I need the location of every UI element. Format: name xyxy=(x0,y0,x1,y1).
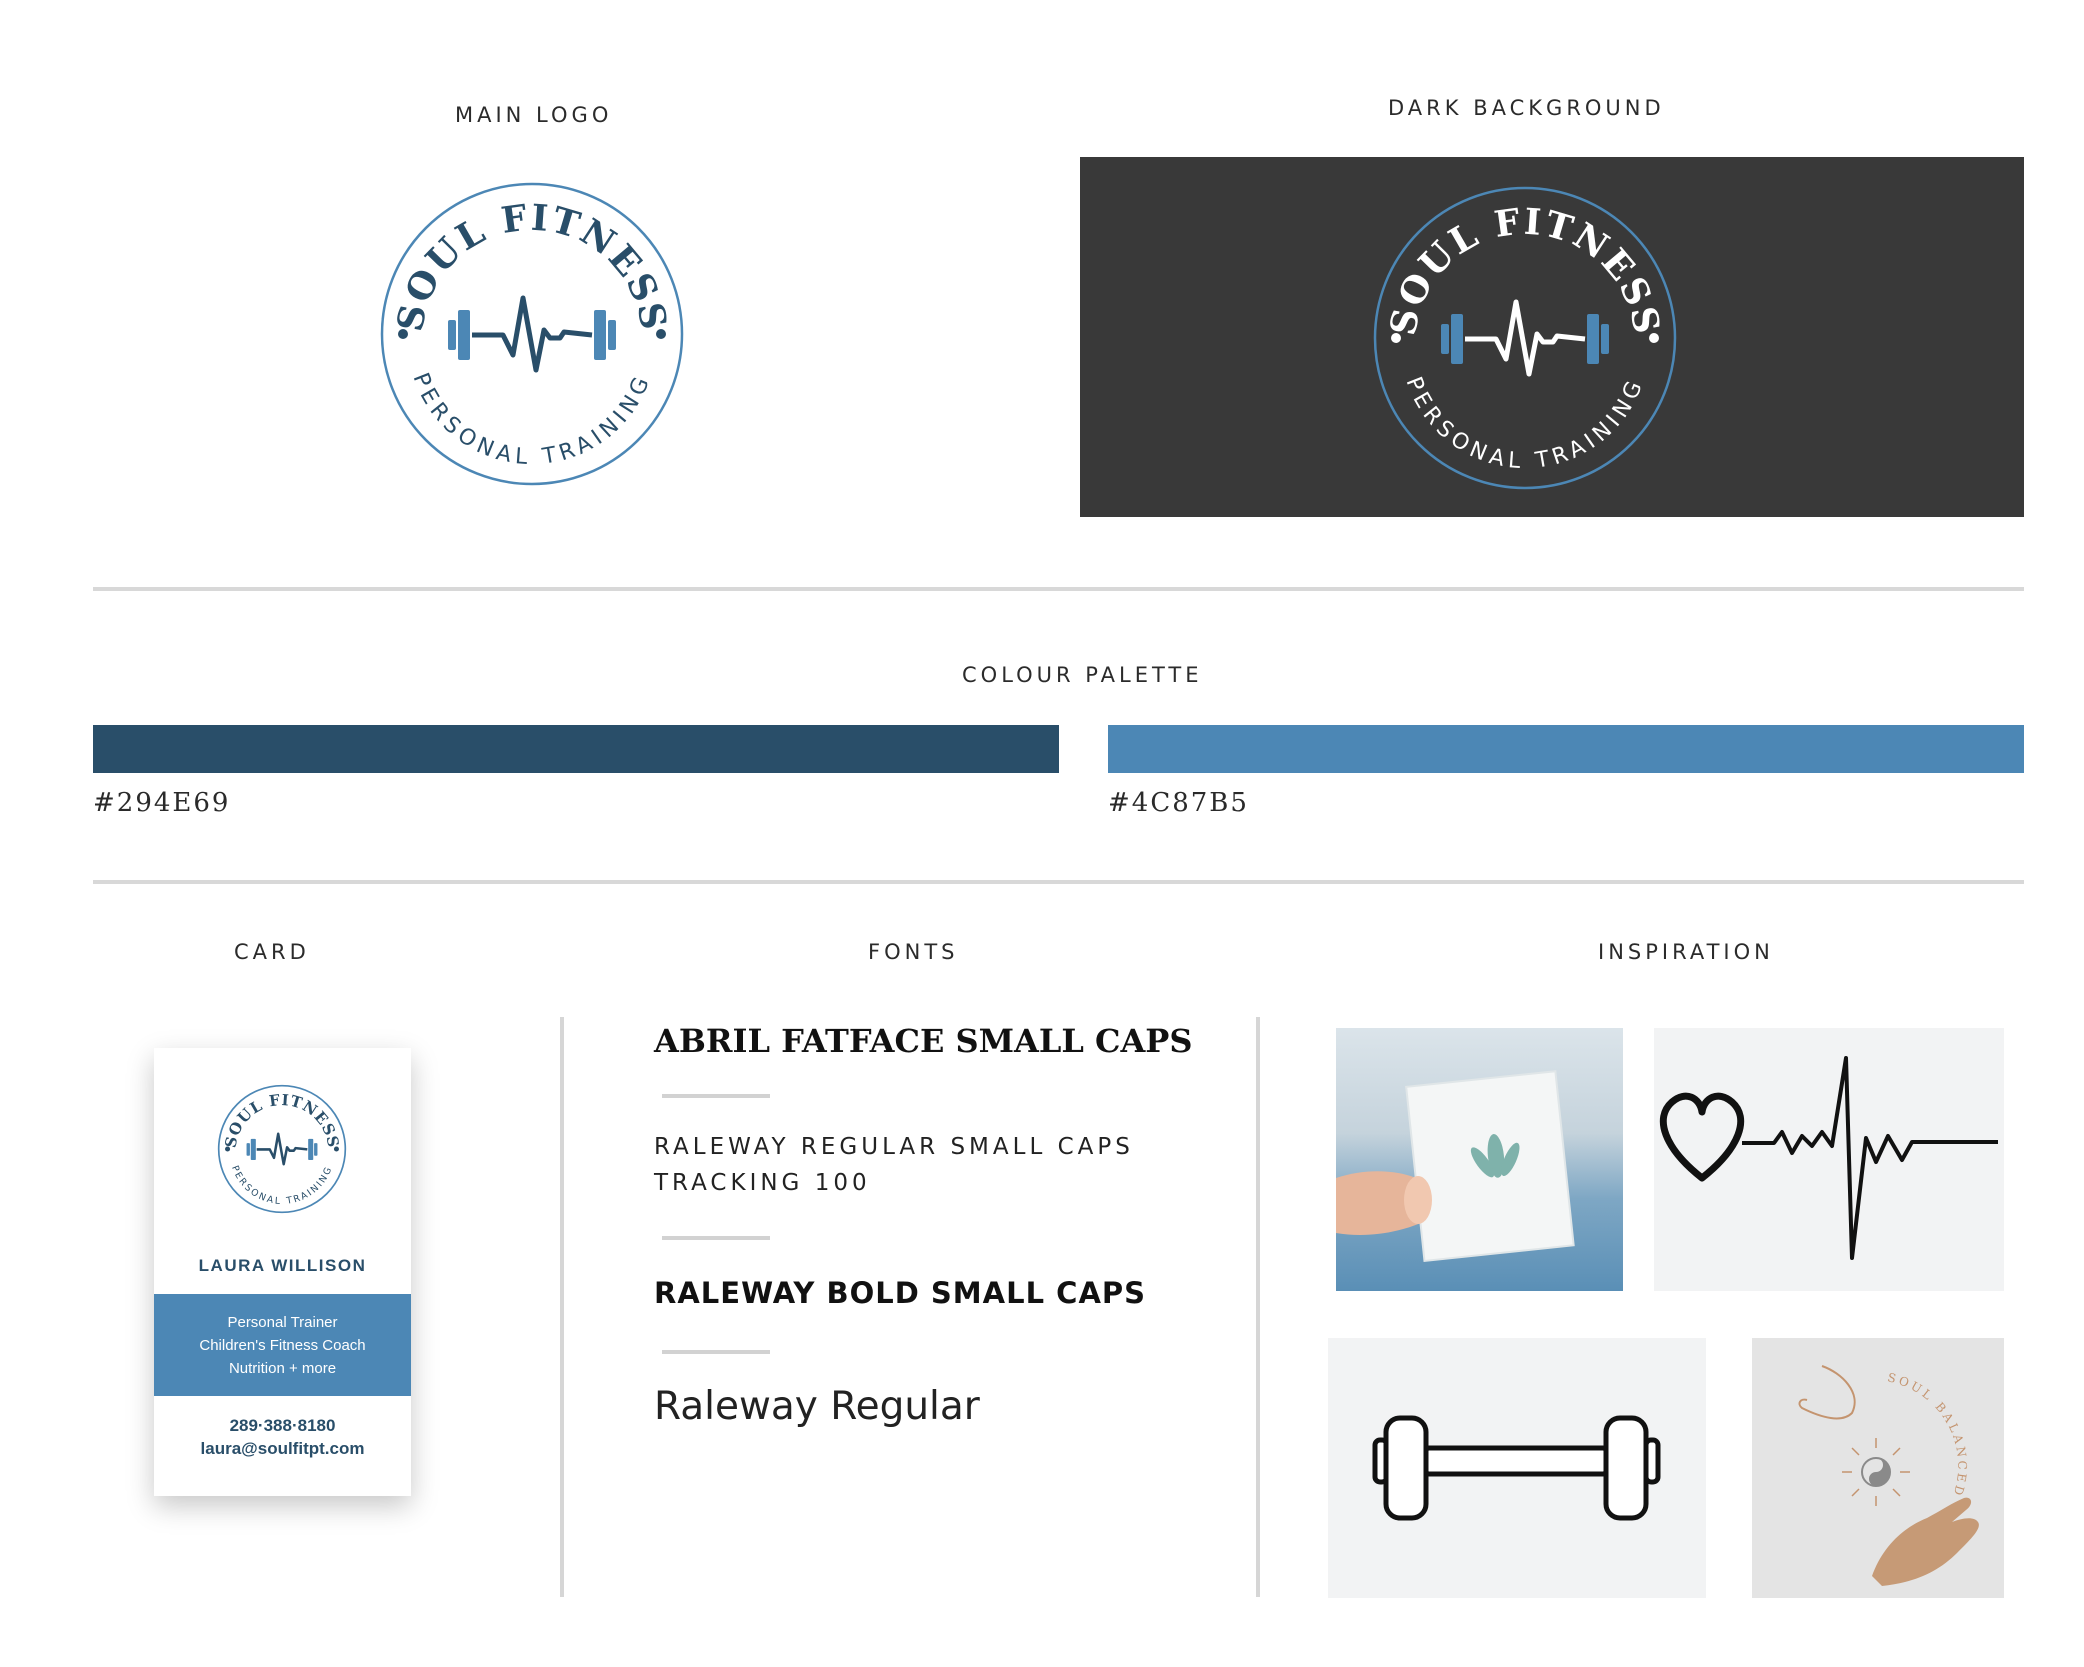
font-sample-raleway-regular-caps-1: RALEWAY REGULAR SMALL CAPS xyxy=(654,1134,1134,1160)
logo-top-text: SOUL FITNESS xyxy=(389,197,675,335)
inspiration-heartbeat-drawing xyxy=(1654,1028,2004,1291)
main-logo: SOUL FITNESS PERSONAL TRAINING xyxy=(380,182,684,486)
sun-rays-icon xyxy=(1842,1438,1910,1506)
logo-dot-left xyxy=(398,329,408,339)
font-divider-3 xyxy=(662,1350,770,1354)
dumbbell-heartbeat-icon xyxy=(246,1132,318,1166)
hand-top-icon xyxy=(1798,1365,1856,1420)
business-card: SOUL FITNESS PERSONAL TRAINING LAURA WIL… xyxy=(154,1048,411,1496)
font-sample-abril: ABRIL FATFACE SMALL CAPS xyxy=(654,1022,1193,1060)
card-label: CARD xyxy=(234,940,310,964)
font-divider-1 xyxy=(662,1094,770,1098)
yin-yang-icon xyxy=(1861,1457,1891,1487)
font-sample-raleway-regular: Raleway Regular xyxy=(654,1384,980,1429)
hand-bottom-icon xyxy=(1872,1497,1979,1586)
heart-icon xyxy=(1659,1092,1745,1182)
dumbbell-heartbeat-icon xyxy=(448,295,616,373)
vertical-divider-left xyxy=(560,1017,564,1597)
card-service-2: Children's Fitness Coach xyxy=(199,1337,366,1354)
card-phone: 289·388·8180 xyxy=(229,1416,336,1435)
font-divider-2 xyxy=(662,1236,770,1240)
card-email: laura@soulfitpt.com xyxy=(200,1439,365,1458)
font-sample-raleway-regular-caps-2: TRACKING 100 xyxy=(654,1170,871,1196)
main-logo-label: MAIN LOGO xyxy=(455,103,613,127)
colour-palette-label: COLOUR PALETTE xyxy=(962,663,1203,687)
svg-text:SOUL FITNESS: SOUL FITNESS xyxy=(222,1091,343,1149)
palette-swatch-blue xyxy=(1108,725,2024,773)
dumbbell-heartbeat-icon xyxy=(1441,299,1609,377)
card-services-band: Personal Trainer Children's Fitness Coac… xyxy=(154,1294,411,1396)
divider-bottom xyxy=(93,880,2024,884)
palette-hex-navy: #294E69 xyxy=(93,788,231,818)
soul-balanced-text: SOUL BALANCED xyxy=(1886,1370,1969,1499)
inspiration-label: INSPIRATION xyxy=(1598,940,1774,964)
card-service-3: Nutrition + more xyxy=(228,1360,337,1377)
card-logo: SOUL FITNESS PERSONAL TRAINING xyxy=(217,1084,347,1214)
card-name: LAURA WILLISON xyxy=(198,1256,367,1275)
fonts-label: FONTS xyxy=(868,940,959,964)
dark-background-label: DARK BACKGROUND xyxy=(1388,96,1665,120)
inspiration-dumbbell-sketch xyxy=(1328,1338,1706,1598)
lotus-icon xyxy=(1470,1134,1520,1178)
vertical-divider-right xyxy=(1256,1017,1260,1597)
dark-logo: SOUL FITNESS PERSONAL TRAINING xyxy=(1373,186,1677,490)
logo-dot-right xyxy=(656,329,666,339)
heartbeat-line-icon xyxy=(1742,1056,1998,1260)
inspiration-soul-balanced: SOUL BALANCED xyxy=(1752,1338,2004,1598)
palette-swatch-navy xyxy=(93,725,1059,773)
dumbbell-icon xyxy=(1372,1415,1661,1521)
divider-top xyxy=(93,587,2024,591)
inspiration-sticker-photo xyxy=(1336,1028,1623,1291)
palette-hex-blue: #4C87B5 xyxy=(1108,788,1249,818)
dark-logo-top-text: SOUL FITNESS xyxy=(1382,201,1668,339)
card-service-1: Personal Trainer xyxy=(227,1314,338,1331)
font-sample-raleway-bold: RALEWAY BOLD SMALL CAPS xyxy=(654,1276,1147,1310)
dark-background-panel xyxy=(1080,157,2024,517)
